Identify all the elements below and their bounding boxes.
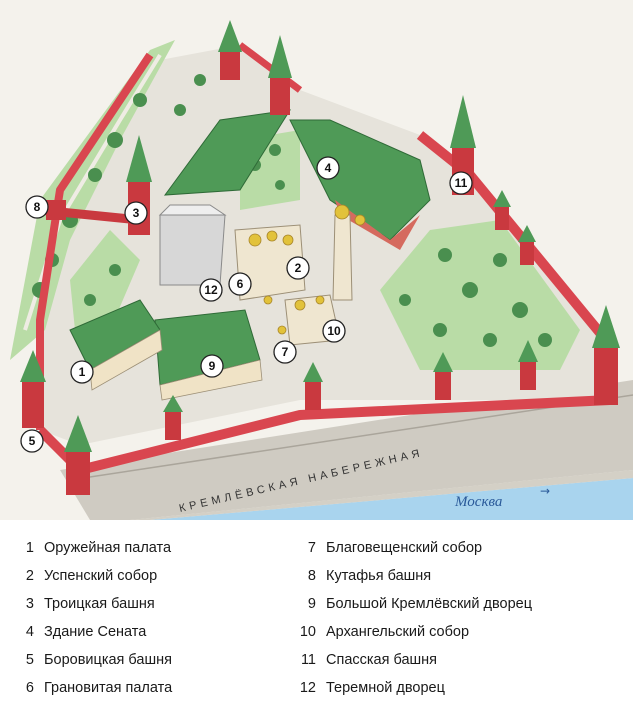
marker-10: 10 xyxy=(322,319,346,343)
marker-5: 5 xyxy=(20,429,44,453)
corner-tower-sw xyxy=(64,415,92,495)
wall-tower-roofs xyxy=(163,190,538,412)
arsenal-tower xyxy=(218,20,242,80)
svg-text:6: 6 xyxy=(237,277,244,291)
garden-east xyxy=(380,220,580,370)
svg-text:12: 12 xyxy=(204,283,218,297)
marker-11: 11 xyxy=(449,171,473,195)
legend-item: 4 Здание Сената xyxy=(8,624,146,640)
legend-number: 12 xyxy=(299,680,316,696)
marker-1: 1 xyxy=(70,360,94,384)
legend-label: Грановитая палата xyxy=(44,680,173,696)
marker-3: 3 xyxy=(124,201,148,225)
borovitskaya-tower xyxy=(20,350,46,428)
svg-text:2: 2 xyxy=(295,261,302,275)
legend-number: 11 xyxy=(300,652,316,668)
legend-item: 5 Боровицкая башня xyxy=(8,652,172,668)
svg-text:7: 7 xyxy=(282,345,289,359)
legend-number: 7 xyxy=(307,540,316,556)
svg-text:11: 11 xyxy=(455,176,468,190)
marker-2: 2 xyxy=(286,256,310,280)
legend-item: 1 Оружейная палата xyxy=(8,540,171,556)
marker-6: 6 xyxy=(228,272,252,296)
golden-domes xyxy=(248,204,366,335)
alexander-garden xyxy=(10,40,175,360)
legend-label: Архангельский собор xyxy=(326,624,470,640)
svg-text:1: 1 xyxy=(79,365,86,379)
towers xyxy=(20,20,620,495)
trees xyxy=(32,74,552,347)
marker-8: 8 xyxy=(25,195,49,219)
legend-number: 2 xyxy=(25,568,34,584)
embankment-edge xyxy=(69,394,633,481)
big-palace-facade xyxy=(159,359,263,401)
legend: 1 Оружейная палата 2 Успенский собор 3 Трои… xyxy=(0,520,633,705)
legend-item: 8 Кутафья башня xyxy=(290,568,431,584)
legend-item: 10 Архангельский собор xyxy=(290,624,469,640)
legend-label: Благовещенский собор xyxy=(326,540,483,556)
senate xyxy=(289,119,431,241)
legend-label: Спасская башня xyxy=(326,652,438,668)
legend-number: 8 xyxy=(307,568,316,584)
legend-number: 4 xyxy=(25,624,34,640)
marker-9: 9 xyxy=(200,354,224,378)
embankment-road xyxy=(60,380,633,520)
legend-label: Боровицкая башня xyxy=(44,652,172,668)
legend-label: Троицкая башня xyxy=(44,596,155,612)
svg-text:5: 5 xyxy=(29,434,36,448)
svg-text:4: 4 xyxy=(325,161,332,175)
marker-7: 7 xyxy=(273,340,297,364)
legend-number: 10 xyxy=(299,624,316,640)
svg-text:8: 8 xyxy=(34,200,41,214)
river-label: Москва xyxy=(454,494,502,510)
legend-label: Оружейная палата xyxy=(44,540,172,556)
legend-item: 6 Грановитая палата xyxy=(8,680,172,696)
legend-label: Здание Сената xyxy=(44,624,147,640)
legend-item: 2 Успенский собор xyxy=(8,568,157,584)
legend-number: 9 xyxy=(307,596,316,612)
wall-towers-south xyxy=(165,205,536,440)
armoury-facade xyxy=(89,329,163,391)
legend-number: 3 xyxy=(25,596,34,612)
legend-item: 11 Спасская башня xyxy=(290,652,437,668)
state-palace xyxy=(159,214,226,286)
legend-label: Теремной дворец xyxy=(326,680,445,696)
legend-item: 9 Большой Кремлёвский дворец xyxy=(290,596,532,612)
kutafya-tower xyxy=(46,200,66,220)
state-palace-roof xyxy=(158,204,227,216)
svg-text:9: 9 xyxy=(209,359,216,373)
legend-item: 12 Теремной дворец xyxy=(290,680,445,696)
bell-tower xyxy=(332,214,353,301)
river-flow-arrow: → xyxy=(540,484,550,498)
nikolskaya-tower xyxy=(268,35,292,115)
legend-label: Успенский собор xyxy=(44,568,158,584)
senate-walls xyxy=(335,200,420,250)
legend-item: 7 Благовещенский собор xyxy=(290,540,482,556)
legend-item: 3 Троицкая башня xyxy=(8,596,155,612)
corner-tower-se xyxy=(592,305,620,405)
marker-4: 4 xyxy=(316,156,340,180)
legend-label: Кутафья башня xyxy=(326,568,432,584)
legend-number: 6 xyxy=(25,680,34,696)
svg-text:10: 10 xyxy=(327,324,341,338)
svg-text:3: 3 xyxy=(133,206,140,220)
legend-label: Большой Кремлёвский дворец xyxy=(326,596,533,612)
legend-number: 1 xyxy=(25,540,34,556)
legend-number: 5 xyxy=(25,652,34,668)
kremlin-map: КРЕМЛЁВСКАЯ НАБЕРЕЖНАЯ Москва → 1 2 3 4 … xyxy=(0,0,633,520)
marker-12: 12 xyxy=(199,278,223,302)
garden-path xyxy=(23,53,162,331)
